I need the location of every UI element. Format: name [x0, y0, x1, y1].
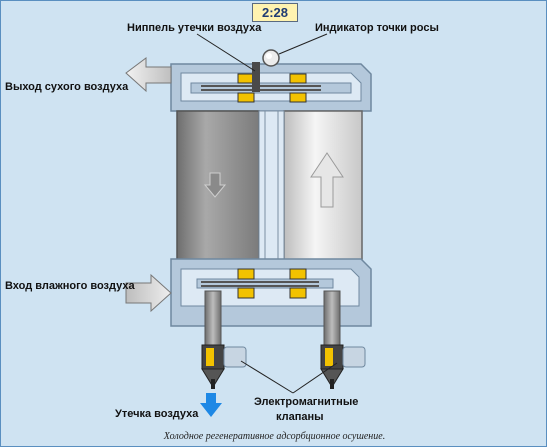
wet-air-inlet-arrow — [125, 273, 172, 313]
leak-nipple-label: Ниппель утечки воздуха — [127, 22, 262, 34]
dry-air-out-label: Выход сухого воздуха — [5, 81, 129, 93]
callout-lines — [196, 33, 338, 394]
right-solenoid-valve — [320, 344, 366, 389]
right-purge-pipe — [323, 290, 341, 350]
left-purge-pipe — [204, 290, 222, 350]
dew-point-indicator — [262, 49, 280, 67]
air-leak-arrow — [200, 393, 222, 417]
dry-air-outlet-arrow — [125, 57, 172, 93]
center-column — [258, 110, 285, 262]
left-adsorber-cylinder — [176, 110, 260, 262]
right-adsorber-cylinder — [283, 110, 363, 262]
timecode-badge: 2:28 — [252, 3, 298, 22]
bottom-header-housing — [170, 258, 372, 327]
wet-air-in-label: Вход влажного воздуха — [5, 280, 135, 292]
solenoid-label-line2: клапаны — [276, 411, 324, 423]
dew-point-label: Индикатор точки росы — [315, 22, 439, 34]
figure-caption: Холодное регенеративное адсорбционное ос… — [163, 431, 386, 442]
top-header-housing — [170, 62, 372, 112]
air-leak-label: Утечка воздуха — [115, 408, 199, 420]
solenoid-label-line1: Электромагнитные — [254, 396, 359, 408]
left-solenoid-valve — [201, 344, 247, 389]
